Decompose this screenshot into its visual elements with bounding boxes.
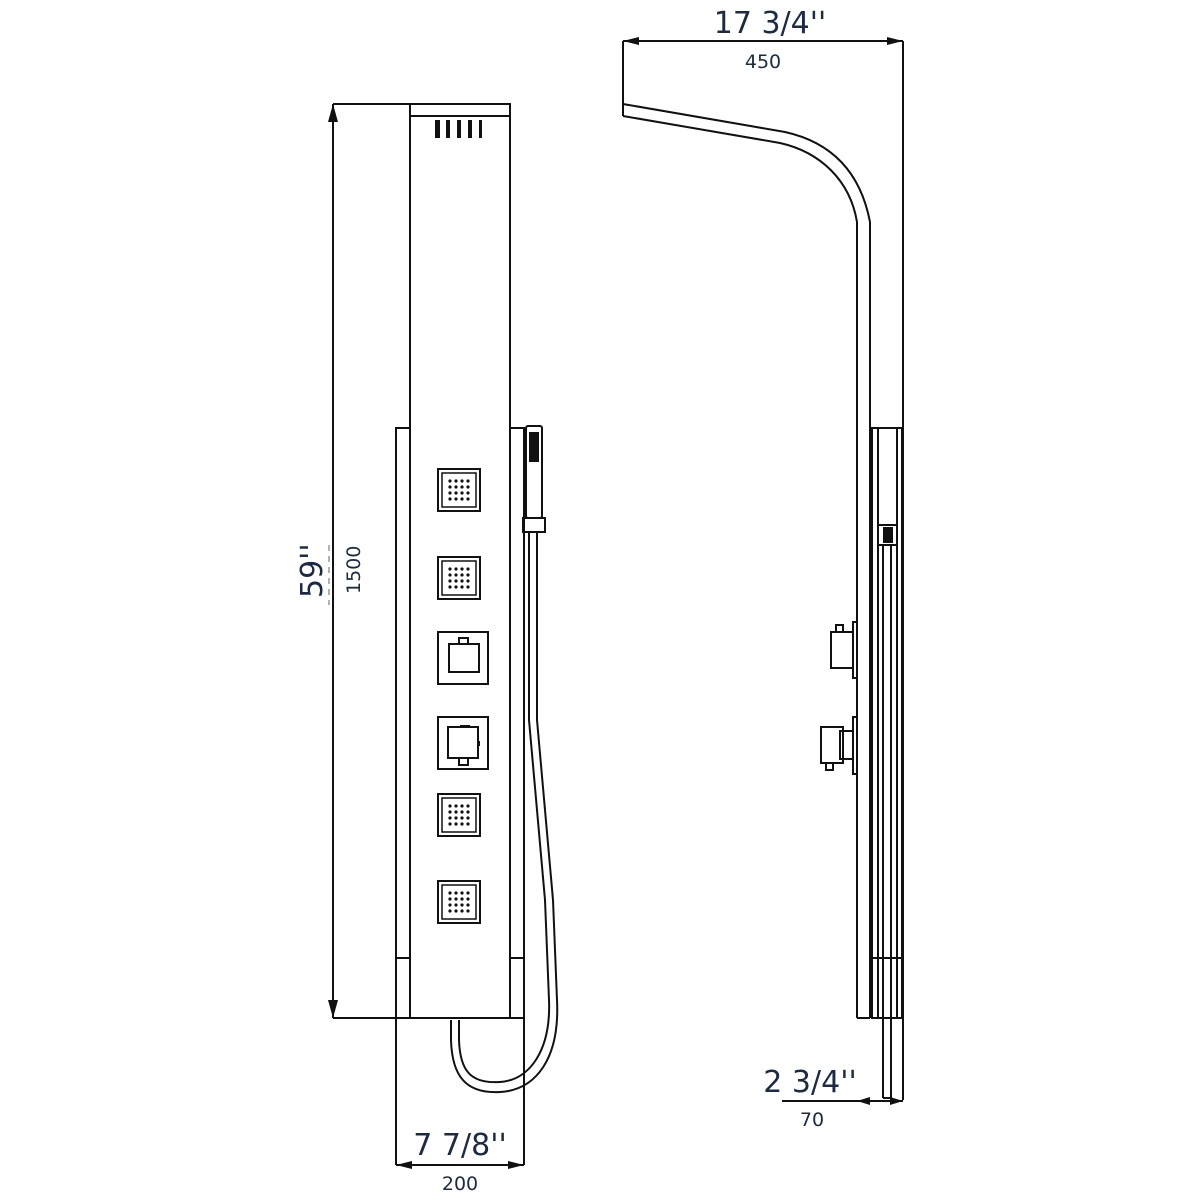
control-knob-2: [437, 716, 489, 770]
height-dimension: 59'' 1500: [295, 103, 410, 1019]
shower-arm: [622, 103, 871, 1019]
arrow-right-icon: [508, 1161, 524, 1169]
body-jet-2: [437, 556, 481, 600]
side-rail: [871, 427, 903, 1099]
reach-imperial-label: 17 3/4'': [714, 6, 827, 41]
depth-imperial-label: 2 3/4'': [763, 1065, 856, 1100]
front-view: 59'' 1500: [295, 103, 559, 1195]
side-knob-2: [820, 716, 858, 775]
body-jet-1: [437, 468, 481, 512]
reach-dimension: 17 3/4'' 450: [622, 6, 904, 1100]
hose: [450, 532, 559, 1094]
width-metric-label: 200: [442, 1173, 478, 1195]
control-knob-1: [437, 631, 489, 685]
side-rails: [395, 427, 525, 1019]
width-dimension: 7 7/8'' 200: [395, 1018, 525, 1195]
reach-metric-label: 450: [745, 51, 781, 73]
rain-shower-slots-icon: [435, 120, 482, 138]
width-imperial-label: 7 7/8'': [413, 1128, 506, 1163]
arrow-icon: [890, 1097, 903, 1105]
arrow-up-icon: [328, 104, 338, 122]
arrow-right-icon: [887, 37, 903, 45]
depth-metric-label: 70: [800, 1109, 824, 1131]
height-metric-label: 1500: [343, 546, 365, 594]
arrow-down-icon: [328, 1000, 338, 1018]
body-jet-4: [437, 880, 481, 924]
arrow-left-icon: [623, 37, 639, 45]
arrow-left-icon: [396, 1161, 412, 1169]
side-knob-1: [830, 621, 858, 679]
side-view: 17 3/4'' 450: [622, 6, 904, 1131]
body-jet-3: [437, 793, 481, 837]
arrow-icon: [857, 1097, 870, 1105]
hand-shower: [522, 425, 546, 533]
height-imperial-label: 59'': [295, 543, 330, 598]
depth-dimension: 2 3/4'' 70: [763, 1065, 903, 1131]
